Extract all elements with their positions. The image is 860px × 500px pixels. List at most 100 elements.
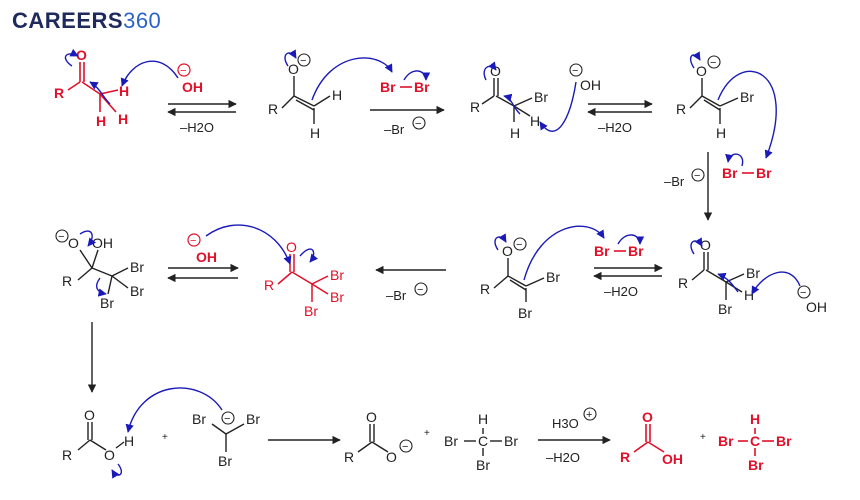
bromo-enolate: O R Br H bbox=[676, 63, 754, 141]
curved-arrow bbox=[284, 49, 297, 67]
atom-br: Br bbox=[534, 89, 548, 105]
reagent-hydronium: H3O bbox=[552, 416, 579, 431]
enolate: O R H H bbox=[268, 61, 342, 141]
charge-minus: − bbox=[572, 65, 578, 77]
atom-o: O bbox=[286, 239, 297, 255]
curved-arrow bbox=[299, 248, 318, 263]
hydroxide-ion: − OH bbox=[177, 63, 203, 95]
charge-minus: − bbox=[516, 239, 522, 251]
atom-br: Br bbox=[748, 457, 764, 473]
charge-circle bbox=[414, 282, 428, 296]
curved-arrow bbox=[205, 224, 292, 265]
reagent-minus-water: –H2O bbox=[604, 284, 638, 299]
bromoform: H Br C Br Br bbox=[444, 411, 518, 473]
atom-br: Br bbox=[246, 411, 260, 427]
reagent-hydroxide: OH bbox=[806, 299, 827, 315]
curved-arrow bbox=[125, 387, 223, 433]
atom-h: H bbox=[478, 411, 488, 427]
atom-o: O bbox=[366, 409, 377, 425]
atom-o: O bbox=[696, 63, 707, 79]
curved-arrow bbox=[539, 81, 577, 132]
plus-sign: + bbox=[424, 428, 430, 439]
atom-r: R bbox=[620, 449, 630, 465]
charge-circle bbox=[55, 229, 69, 243]
bromine-molecule: Br Br bbox=[722, 165, 772, 181]
atom-br: Br bbox=[628, 243, 644, 259]
hydroxide-ion: − OH bbox=[797, 285, 827, 315]
atom-r: R bbox=[344, 449, 354, 465]
atom-h: H bbox=[750, 411, 760, 427]
atom-c: C bbox=[478, 433, 488, 449]
atom-br: Br bbox=[130, 259, 144, 275]
charge-minus: − bbox=[417, 284, 423, 296]
atom-br: Br bbox=[746, 265, 760, 281]
atom-br: Br bbox=[722, 165, 738, 181]
charge-minus: − bbox=[58, 231, 64, 243]
alpha-bromoketone: O R Br H H bbox=[470, 63, 548, 141]
atom-br: Br bbox=[718, 433, 734, 449]
charge-minus: − bbox=[402, 441, 408, 453]
reagent-minus-bromide: –Br bbox=[664, 174, 685, 189]
reagent-minus-water: –H2O bbox=[180, 120, 214, 135]
curved-arrow bbox=[751, 271, 801, 295]
atom-br: Br bbox=[380, 79, 396, 95]
methyl-ketone: O R H H H bbox=[54, 47, 129, 129]
atom-br: Br bbox=[756, 165, 772, 181]
hydroxide-ion: − OH bbox=[569, 63, 601, 93]
curved-arrow bbox=[403, 70, 431, 81]
atom-oh: OH bbox=[92, 235, 113, 251]
atom-r: R bbox=[678, 275, 688, 291]
reagent-hydroxide: OH bbox=[182, 79, 203, 95]
reagent-hydroxide: OH bbox=[196, 249, 217, 265]
charge-circle bbox=[399, 439, 413, 453]
atom-br: Br bbox=[594, 243, 610, 259]
reagent-minus-water: –H2O bbox=[546, 450, 580, 465]
curved-arrow bbox=[89, 81, 111, 105]
atom-br: Br bbox=[304, 303, 318, 319]
curved-arrow bbox=[111, 463, 122, 479]
atom-br: Br bbox=[776, 433, 792, 449]
dibromoketone: O R Br H Br bbox=[678, 237, 760, 317]
atom-h: H bbox=[510, 125, 520, 141]
atom-br: Br bbox=[518, 305, 532, 321]
atom-h: H bbox=[744, 287, 754, 303]
tribromoketone: O R Br Br Br bbox=[264, 239, 344, 319]
charge-circle bbox=[221, 411, 235, 425]
atom-o: O bbox=[84, 407, 95, 423]
logo-word: CAREERS bbox=[12, 8, 124, 33]
atom-h: H bbox=[96, 113, 106, 129]
curved-arrow bbox=[79, 230, 96, 247]
hydroxide-ion: − OH bbox=[187, 233, 217, 265]
atom-h: H bbox=[332, 87, 342, 103]
atom-h: H bbox=[119, 83, 129, 99]
charge-circle bbox=[691, 168, 705, 182]
charge-minus: − bbox=[694, 170, 700, 182]
curved-arrow bbox=[690, 51, 701, 69]
logo-number: 360 bbox=[123, 8, 162, 33]
plus-sign: + bbox=[700, 432, 706, 443]
curved-arrow bbox=[523, 225, 605, 281]
atom-br: Br bbox=[414, 79, 430, 95]
atom-br: Br bbox=[546, 269, 560, 285]
atom-br: Br bbox=[130, 283, 144, 299]
curved-arrow bbox=[690, 237, 703, 255]
curved-arrow bbox=[311, 57, 393, 101]
atom-br: Br bbox=[740, 89, 754, 105]
curved-arrow bbox=[503, 93, 521, 115]
atom-h: H bbox=[310, 125, 320, 141]
atom-r: R bbox=[268, 101, 278, 117]
carboxylic-acid-product: O R OH bbox=[620, 409, 683, 467]
reagent-minus-water: –H2O bbox=[598, 120, 632, 135]
atom-h: H bbox=[124, 433, 134, 449]
charge-minus: − bbox=[710, 57, 716, 69]
atom-br: Br bbox=[444, 433, 458, 449]
atom-r: R bbox=[264, 277, 274, 293]
atom-o: O bbox=[642, 409, 653, 425]
reagent-hydroxide: OH bbox=[580, 77, 601, 93]
atom-o: O bbox=[386, 449, 397, 465]
curved-arrow bbox=[617, 234, 645, 245]
atom-o: O bbox=[76, 47, 87, 63]
atom-br: Br bbox=[192, 411, 206, 427]
curved-arrow bbox=[725, 153, 744, 167]
